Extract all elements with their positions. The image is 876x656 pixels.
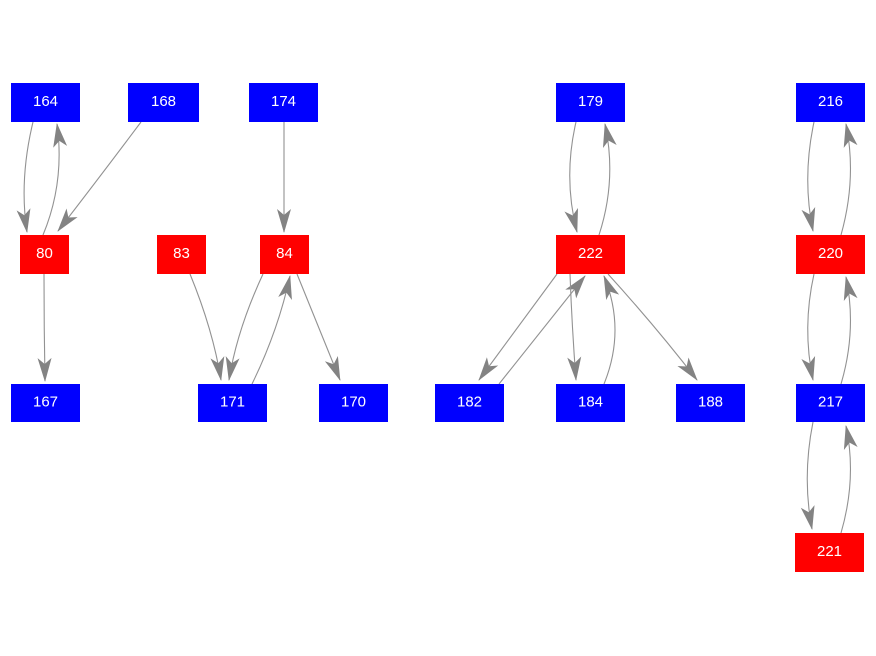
node-80-box[interactable] [20, 235, 69, 274]
edge-168-80 [57, 121, 142, 232]
edge-84-170 [296, 273, 341, 381]
node-label: 174 [271, 93, 296, 110]
node-168[interactable]: 168 [128, 83, 199, 122]
edge-220-217 [801, 273, 816, 381]
edge-222-184 [567, 273, 582, 381]
node-label: 168 [151, 93, 176, 110]
node-164[interactable]: 164 [11, 83, 80, 122]
node-label: 217 [818, 393, 843, 410]
node-label: 182 [457, 393, 482, 410]
node-label: 167 [33, 393, 58, 410]
edge-217-220 [840, 276, 858, 385]
node-188-box[interactable] [676, 384, 745, 422]
node-217[interactable]: 217 [796, 384, 865, 422]
edge-layer [16, 121, 858, 534]
node-217-box[interactable] [796, 384, 865, 422]
node-182[interactable]: 182 [435, 384, 504, 422]
edge-222-182 [478, 273, 558, 381]
node-222[interactable]: 222 [556, 235, 625, 274]
node-216[interactable]: 216 [796, 83, 865, 122]
node-170[interactable]: 170 [319, 384, 388, 422]
node-83[interactable]: 83 [157, 235, 206, 274]
node-171[interactable]: 171 [198, 384, 267, 422]
node-label: 188 [698, 393, 723, 410]
edge-220-216 [840, 123, 858, 236]
node-188[interactable]: 188 [676, 384, 745, 422]
edge-83-171 [189, 273, 225, 381]
edge-217-221 [800, 421, 815, 530]
node-184-box[interactable] [556, 384, 625, 422]
edge-84-171 [225, 273, 264, 381]
node-182-box[interactable] [435, 384, 504, 422]
node-164-box[interactable] [11, 83, 80, 122]
node-label: 80 [36, 245, 53, 262]
edge-216-220 [801, 121, 816, 232]
node-179[interactable]: 179 [556, 83, 625, 122]
node-216-box[interactable] [796, 83, 865, 122]
node-84-box[interactable] [260, 235, 309, 274]
node-83-box[interactable] [157, 235, 206, 274]
edge-182-222 [498, 275, 586, 385]
edge-184-222 [603, 275, 620, 385]
node-174[interactable]: 174 [249, 83, 318, 122]
node-label: 171 [220, 393, 245, 410]
node-184[interactable]: 184 [556, 384, 625, 422]
node-222-box[interactable] [556, 235, 625, 274]
node-label: 164 [33, 93, 58, 110]
node-84[interactable]: 84 [260, 235, 309, 274]
node-label: 83 [173, 245, 190, 262]
node-label: 84 [276, 245, 293, 262]
edge-222-179 [598, 123, 617, 236]
node-label: 184 [578, 393, 603, 410]
edge-80-164 [42, 123, 68, 236]
node-label: 220 [818, 245, 843, 262]
node-170-box[interactable] [319, 384, 388, 422]
node-174-box[interactable] [249, 83, 318, 122]
node-label: 216 [818, 93, 843, 110]
node-layer: 164 168 174 179 216 80 83 84 222 220 167 171 170 182 1… [11, 83, 865, 572]
node-221[interactable]: 221 [795, 533, 864, 572]
edge-171-84 [251, 275, 292, 385]
node-167[interactable]: 167 [11, 384, 80, 422]
node-label: 179 [578, 93, 603, 110]
edge-179-222 [564, 121, 579, 233]
edge-80-167 [37, 273, 52, 382]
node-220[interactable]: 220 [796, 235, 865, 274]
node-221-box[interactable] [795, 533, 864, 572]
edge-164-80 [16, 121, 34, 233]
edge-221-217 [840, 425, 858, 534]
node-80[interactable]: 80 [20, 235, 69, 274]
node-label: 222 [578, 245, 603, 262]
node-179-box[interactable] [556, 83, 625, 122]
node-168-box[interactable] [128, 83, 199, 122]
node-171-box[interactable] [198, 384, 267, 422]
node-220-box[interactable] [796, 235, 865, 274]
node-167-box[interactable] [11, 384, 80, 422]
node-label: 221 [817, 543, 842, 560]
node-label: 170 [341, 393, 366, 410]
edge-222-188 [607, 273, 698, 381]
